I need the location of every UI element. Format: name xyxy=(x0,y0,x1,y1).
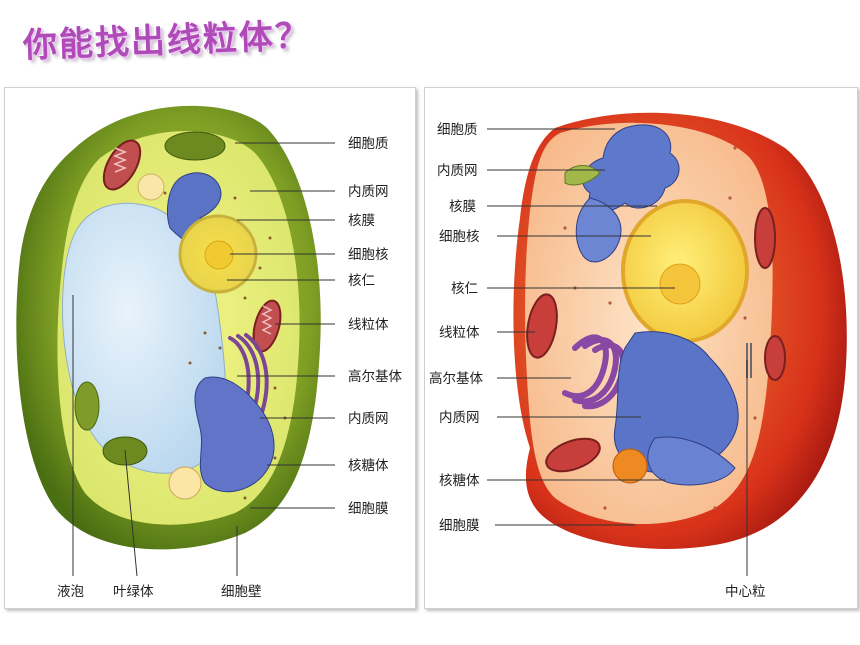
label-nuclear-envelope: 核膜 xyxy=(449,199,476,215)
label-er-bottom: 内质网 xyxy=(439,410,480,426)
label-cell-membrane: 细胞膜 xyxy=(439,518,480,534)
mitochondrion-shape xyxy=(545,437,601,473)
label-cytoplasm: 细胞质 xyxy=(348,136,389,152)
label-mitochondrion: 线粒体 xyxy=(439,325,480,341)
nucleolus-shape xyxy=(659,263,701,305)
label-nuclear-envelope: 核膜 xyxy=(348,213,375,229)
mitochondrion-shape xyxy=(764,335,786,381)
animal-cell-panel: 细胞质 内质网 核膜 细胞核 核仁 线粒体 高尔基体 内质网 核糖体 细胞膜 中… xyxy=(424,87,858,609)
label-cell-wall: 细胞壁 xyxy=(221,584,262,600)
label-mitochondrion: 线粒体 xyxy=(348,317,389,333)
page-title: 你能找出线粒体？ xyxy=(22,15,312,66)
chloroplast-shape xyxy=(74,381,100,431)
label-ribosome: 核糖体 xyxy=(348,458,389,474)
label-nucleus: 细胞核 xyxy=(348,247,389,263)
plant-cell-diagram: 细胞质 内质网 核膜 细胞核 核仁 线粒体 高尔基体 内质网 核糖体 细胞膜 液… xyxy=(16,105,402,600)
label-er-top: 内质网 xyxy=(437,163,478,179)
mitochondrion-shape xyxy=(102,139,142,191)
chloroplast-shape xyxy=(164,131,226,161)
plant-cell-panel: 细胞质 内质网 核膜 细胞核 核仁 线粒体 高尔基体 内质网 核糖体 细胞膜 液… xyxy=(4,87,416,609)
label-cell-membrane: 细胞膜 xyxy=(348,501,389,517)
label-golgi: 高尔基体 xyxy=(348,368,402,385)
er-shape xyxy=(647,436,736,486)
label-er-bottom: 内质网 xyxy=(348,411,389,427)
mitochondrion-shape xyxy=(754,207,776,269)
label-cytoplasm: 细胞质 xyxy=(437,122,478,138)
mitochondrion-shape xyxy=(526,293,558,359)
label-nucleolus: 核仁 xyxy=(348,273,375,289)
er-shape xyxy=(194,376,275,493)
er-shape xyxy=(575,197,622,263)
label-centriole: 中心粒 xyxy=(725,584,766,600)
label-golgi: 高尔基体 xyxy=(429,370,483,387)
label-er-top: 内质网 xyxy=(348,184,389,200)
label-nucleolus: 核仁 xyxy=(451,281,478,297)
nucleolus-shape xyxy=(204,240,234,270)
er-shape xyxy=(582,124,680,213)
animal-cell-diagram: 细胞质 内质网 核膜 细胞核 核仁 线粒体 高尔基体 内质网 核糖体 细胞膜 中… xyxy=(429,112,847,600)
label-chloroplast: 叶绿体 xyxy=(113,584,154,600)
label-vacuole: 液泡 xyxy=(57,584,84,600)
label-nucleus: 细胞核 xyxy=(439,229,480,245)
label-ribosome: 核糖体 xyxy=(439,473,480,489)
